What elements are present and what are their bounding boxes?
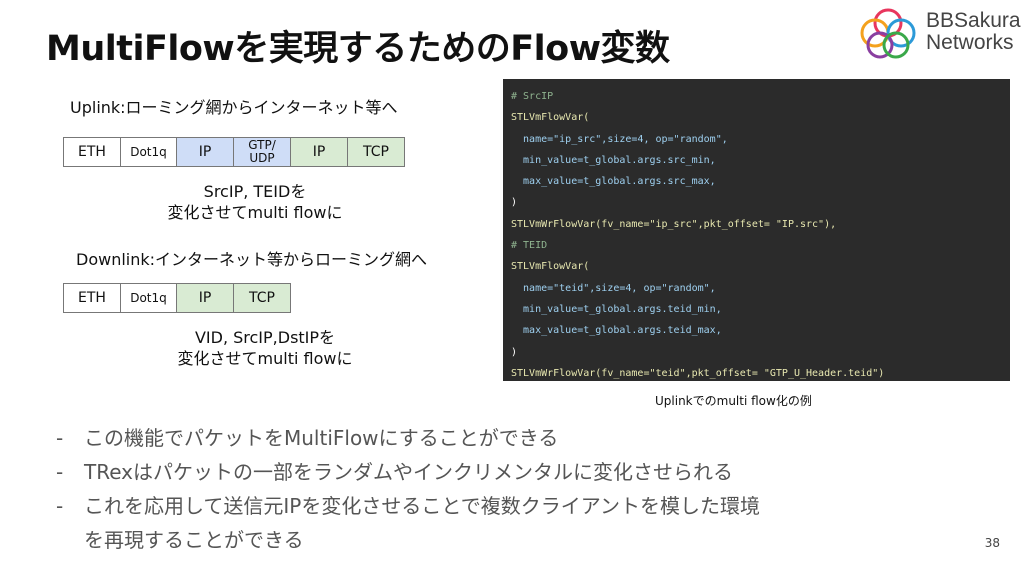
list-item: -この機能でパケットをMultiFlowにすることができる	[56, 426, 559, 450]
slide-title: MultiFlowを実現するためのFlow変数	[46, 29, 670, 69]
company-logo: BBSakura Networks	[856, 6, 1021, 60]
downlink-packet-diagram: ETH Dot1q IP TCP	[63, 283, 291, 313]
packet-cell-dot1q: Dot1q	[120, 137, 177, 167]
list-item: -TRexはパケットの一部をランダムやインクリメンタルに変化させられる	[56, 460, 734, 484]
packet-cell-dot1q: Dot1q	[120, 283, 177, 313]
uplink-packet-diagram: ETH Dot1q IP GTP/ UDP IP TCP	[63, 137, 405, 167]
downlink-heading: Downlink:インターネット等からローミング網へ	[76, 250, 428, 269]
packet-cell-ip-outer: IP	[176, 137, 234, 167]
list-item-continuation: を再現することができる	[84, 528, 304, 552]
code-line: name="ip_src",size=4, op="random",	[511, 133, 728, 145]
code-line: STLVmFlowVar(	[511, 261, 590, 273]
logo-text-line1: BBSakura	[926, 9, 1021, 32]
bullet-list: -この機能でパケットをMultiFlowにすることができる -TRexはパケット…	[56, 421, 760, 557]
code-line: min_value=t_global.args.teid_min,	[511, 303, 722, 315]
packet-cell-eth: ETH	[63, 137, 121, 167]
code-line: max_value=t_global.args.teid_max,	[511, 325, 722, 337]
uplink-caption-line1: SrcIP, TEIDを	[203, 182, 307, 201]
code-line: )	[511, 346, 518, 358]
downlink-caption: VID, SrcIP,DstIPを 変化させてmulti flowに	[150, 327, 380, 369]
downlink-caption-line2: 変化させてmulti flowに	[177, 349, 353, 368]
code-block: # SrcIP STLVmFlowVar( name="ip_src",size…	[503, 79, 1010, 381]
code-line: name="teid",size=4, op="random",	[511, 282, 716, 294]
code-caption: Uplinkでのmulti flow化の例	[655, 394, 812, 408]
packet-cell-gtp-udp: GTP/ UDP	[233, 137, 291, 167]
downlink-caption-line1: VID, SrcIP,DstIPを	[194, 328, 336, 347]
packet-cell-ip-inner: IP	[290, 137, 348, 167]
packet-cell-ip: IP	[176, 283, 234, 313]
code-line: # SrcIP	[511, 91, 554, 102]
code-line: )	[511, 197, 518, 209]
code-line: STLVmWrFlowVar(fv_name="teid",pkt_offset…	[511, 367, 885, 379]
code-line: STLVmWrFlowVar(fv_name="ip_src",pkt_offs…	[511, 218, 837, 230]
sakura-logo-icon	[860, 8, 916, 59]
packet-cell-tcp: TCP	[347, 137, 405, 167]
packet-cell-eth: ETH	[63, 283, 121, 313]
uplink-caption: SrcIP, TEIDを 変化させてmulti flowに	[140, 181, 370, 223]
page-number: 38	[984, 536, 1000, 550]
list-item: -これを応用して送信元IPを変化させることで複数クライアントを模した環境	[56, 494, 760, 518]
code-line: STLVmFlowVar(	[511, 112, 590, 124]
packet-cell-tcp: TCP	[233, 283, 291, 313]
uplink-caption-line2: 変化させてmulti flowに	[167, 203, 343, 222]
code-line: min_value=t_global.args.src_min,	[511, 154, 716, 166]
code-line: # TEID	[511, 240, 548, 252]
logo-text-line2: Networks	[926, 31, 1014, 54]
uplink-heading: Uplink:ローミング網からインターネット等へ	[70, 98, 398, 117]
code-line: max_value=t_global.args.src_max,	[511, 176, 716, 188]
